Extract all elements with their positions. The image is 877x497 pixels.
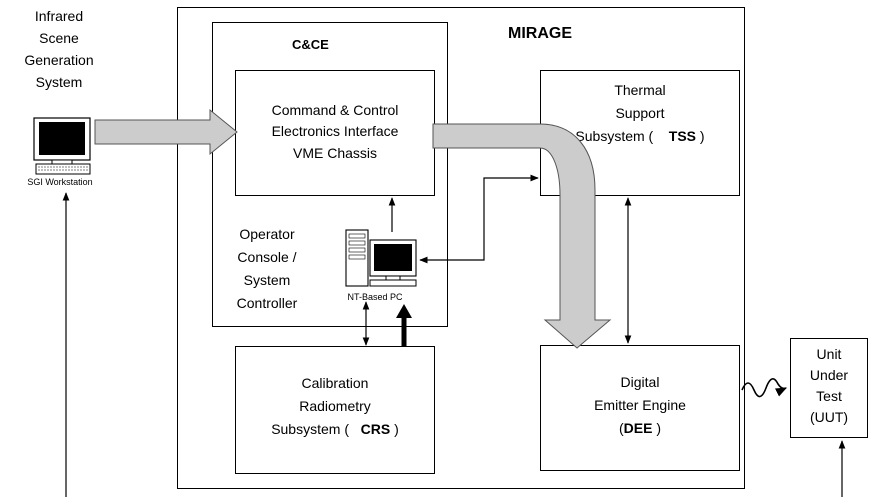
crs-box [235, 346, 435, 474]
uut-line-2: Under [809, 367, 849, 383]
cce-interface-line-1: Command & Control [271, 102, 399, 118]
infrared-line-2: Scene [39, 30, 79, 46]
crs-to-pc-arrowhead [396, 304, 412, 318]
tss-prefix: Subsystem ( [575, 128, 654, 144]
crs-abbr: CRS [360, 421, 391, 437]
tss-line-2: Support [615, 105, 665, 121]
dee-line-3: (DEE ) [540, 418, 740, 439]
infrared-line-4: System [35, 74, 83, 90]
sgi-workstation-icon [33, 117, 91, 175]
uut-line-1: Unit [816, 346, 842, 362]
pc-tss-link [419, 174, 539, 264]
cce-interface-line-3: VME Chassis [292, 145, 378, 161]
operator-line-4: Controller [236, 295, 298, 311]
dee-box [540, 345, 740, 471]
cce-interface-box [235, 70, 435, 196]
dee-uut-wavy-link [741, 378, 788, 398]
dee-close: ) [656, 420, 662, 436]
crs-line-3: Subsystem ( CRS ) [235, 419, 435, 440]
tss-line-3: Subsystem ( TSS ) [540, 126, 740, 147]
cce-title: C&CE [292, 37, 329, 52]
workstation-label: SGI Workstation [27, 177, 93, 187]
mirage-title: MIRAGE [508, 25, 572, 42]
dee-line-1: Digital [620, 374, 660, 390]
infrared-line-3: Generation [24, 52, 94, 68]
uut-line-4: (UUT) [809, 409, 849, 425]
infrared-line-1: Infrared [34, 8, 84, 24]
scene-data-pipe-to-dee [432, 123, 612, 349]
tss-abbr: TSS [668, 128, 697, 144]
pc-label: NT-Based PC [347, 292, 403, 302]
crs-prefix: Subsystem ( [271, 421, 349, 437]
dee-abbr: DEE [623, 420, 653, 436]
operator-line-2: Console / [237, 249, 297, 265]
ir-scene-data-pipe [94, 108, 238, 156]
tss-line-1: Thermal [614, 82, 666, 98]
cce-interface-line-2: Electronics Interface [271, 123, 399, 139]
operator-line-3: System [243, 272, 291, 288]
uut-box [790, 338, 868, 438]
operator-line-1: Operator [239, 226, 295, 242]
crs-line-1: Calibration [301, 375, 369, 391]
dee-line-2: Emitter Engine [594, 397, 686, 413]
crs-close: ) [394, 421, 399, 437]
dee-prefix: ( [618, 420, 624, 436]
uut-line-3: Test [816, 388, 842, 404]
tss-close: ) [699, 128, 705, 144]
nt-pc-icon [345, 229, 417, 287]
crs-line-2: Radiometry [299, 398, 371, 414]
